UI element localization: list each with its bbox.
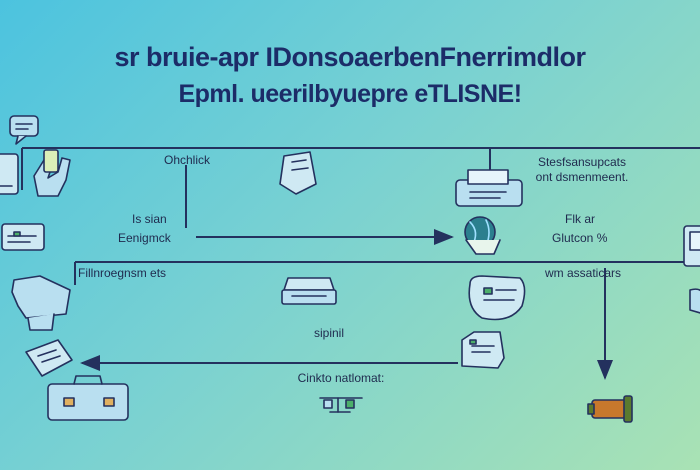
document-icon bbox=[25, 339, 73, 377]
phone-icon bbox=[0, 153, 19, 195]
label-mid-left-2: Eenigmck bbox=[118, 231, 171, 245]
label-center-small: sipinil bbox=[313, 326, 345, 340]
bag-icon bbox=[279, 151, 317, 195]
scale-icon bbox=[319, 397, 363, 413]
printer-icon bbox=[455, 169, 523, 207]
label-top-right-1: Stesfsansupcats bbox=[537, 155, 627, 169]
label-top-left: Ohchlick bbox=[163, 153, 211, 167]
cash-register-icon bbox=[461, 331, 505, 369]
label-top-right-2: ont dsmenmeent. bbox=[535, 170, 629, 184]
label-band-left: Fillnroegnsm ets bbox=[78, 266, 167, 280]
speech-bubble-icon bbox=[9, 115, 39, 145]
briefcase-icon bbox=[47, 375, 129, 421]
label-bottom-center: Cinkto natlomat: bbox=[297, 371, 385, 385]
label-mid-left-1: Is sian bbox=[132, 212, 167, 226]
chat-card-icon bbox=[468, 275, 526, 321]
laptop-icon bbox=[281, 277, 337, 305]
connector-lines bbox=[21, 147, 700, 380]
diagram-title-line-1: sr bruie-apr IDonsoaerbenFnerrimdlor bbox=[114, 42, 586, 72]
diagram-title-line-2: Epml. ueerilbyuepre eTLISNE! bbox=[178, 80, 522, 108]
round-device-icon bbox=[689, 288, 700, 314]
label-band-right: wm assaticars bbox=[545, 266, 622, 280]
label-mid-right-1: Flk ar bbox=[565, 212, 595, 226]
tablet-icon bbox=[1, 223, 45, 251]
hand-icon bbox=[33, 149, 71, 197]
battery-icon bbox=[587, 395, 633, 423]
car-seat-icon bbox=[11, 275, 71, 331]
monitor-icon bbox=[683, 225, 700, 267]
label-mid-right-2: Glutcon % bbox=[552, 231, 608, 245]
globe-icon bbox=[464, 216, 501, 255]
